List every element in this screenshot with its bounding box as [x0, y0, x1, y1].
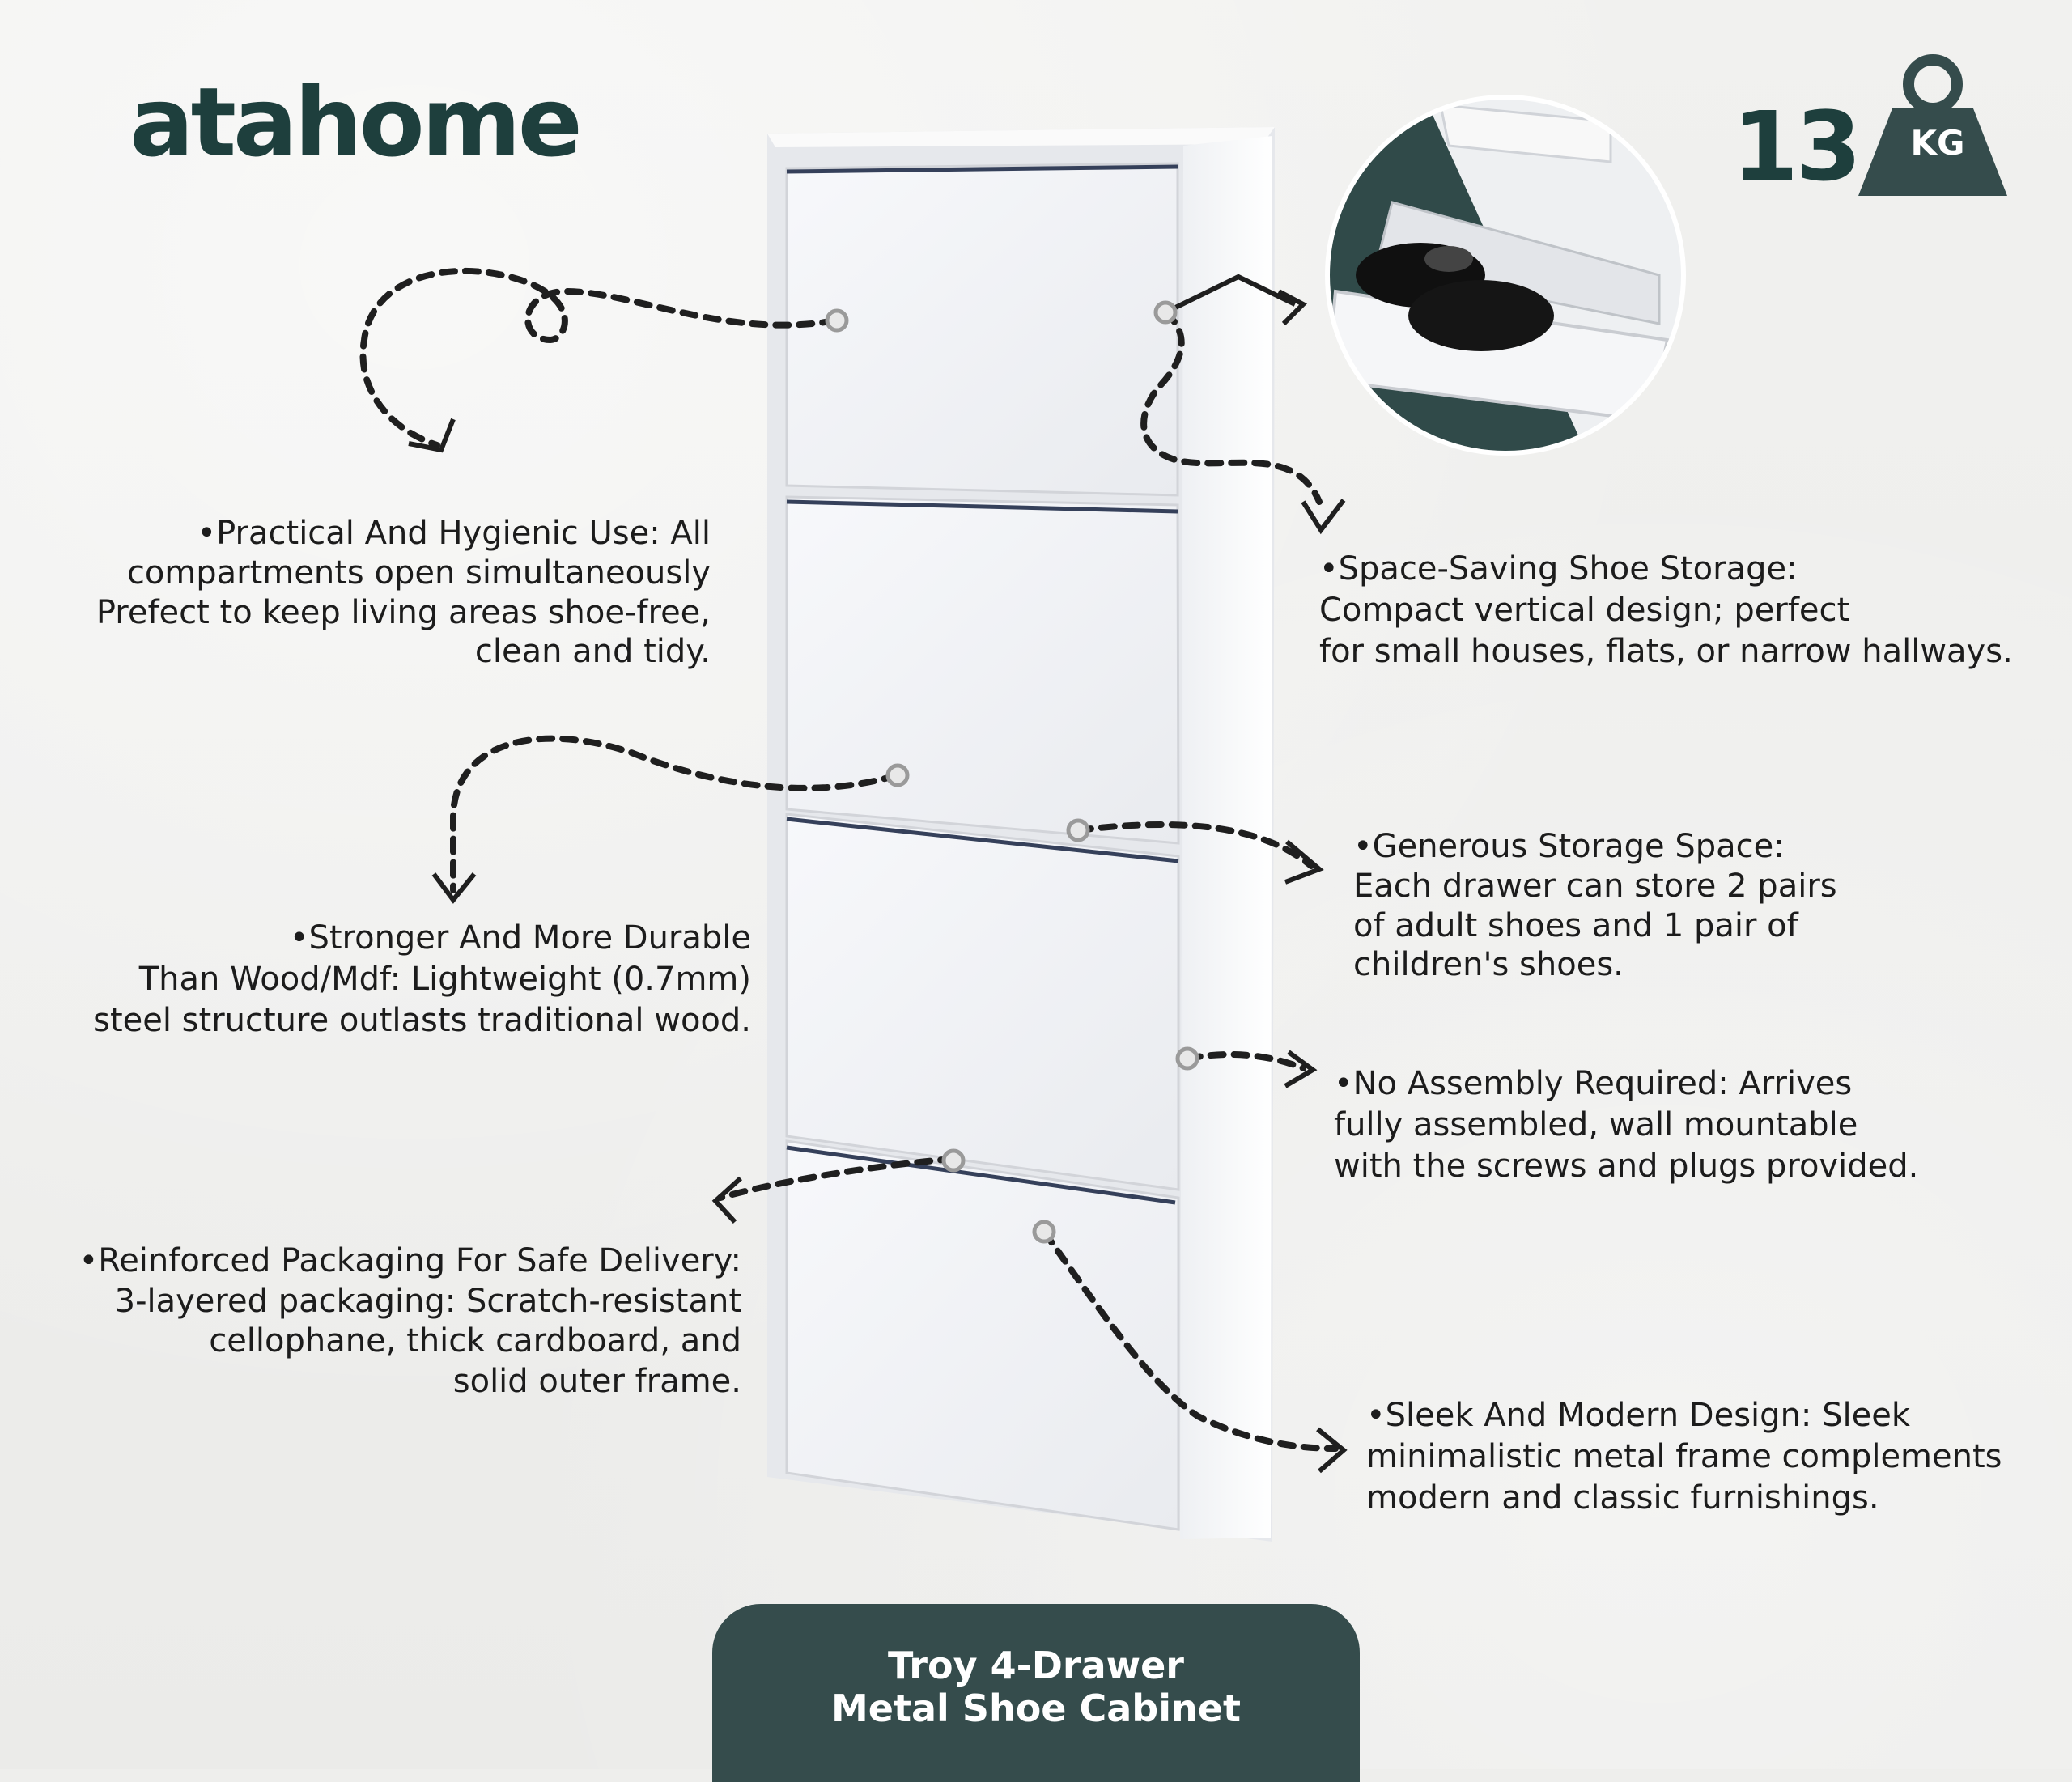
inset-arrow	[1164, 274, 1297, 315]
feature-assembly: •No Assembly Required: Arrives fully ass…	[1334, 1065, 1919, 1186]
feature-space-saving: •Space-Saving Shoe Storage: Compact vert…	[1319, 550, 2013, 671]
shoe-cabinet	[767, 127, 1275, 1542]
weight-badge: 13 KG	[1732, 49, 2007, 202]
feature-packaging: •Reinforced Packaging For Safe Delivery:…	[79, 1242, 741, 1400]
feature-durable: •Stronger And More Durable Than Wood/Mdf…	[93, 919, 751, 1040]
brand-logo: atahome	[130, 66, 583, 178]
weight-unit: KG	[1910, 123, 1965, 163]
product-title-line-1: Troy 4-Drawer	[887, 1644, 1184, 1687]
screw-dots	[825, 300, 1199, 1244]
product-title-banner: Troy 4-Drawer Metal Shoe Cabinet	[712, 1604, 1360, 1782]
product-title-line-2: Metal Shoe Cabinet	[831, 1687, 1241, 1731]
feature-storage: •Generous Storage Space: Each drawer can…	[1353, 828, 1837, 984]
weight-icon	[1858, 54, 2007, 196]
connector-lines	[359, 268, 1339, 1452]
weight-value: 13	[1732, 91, 1862, 202]
drawer-inset-photo	[1325, 95, 1686, 456]
feature-design: •Sleek And Modern Design: Sleek minimali…	[1366, 1397, 2002, 1517]
arrow-heads	[408, 289, 1348, 1474]
feature-practical: •Practical And Hygienic Use: All compart…	[96, 515, 711, 671]
